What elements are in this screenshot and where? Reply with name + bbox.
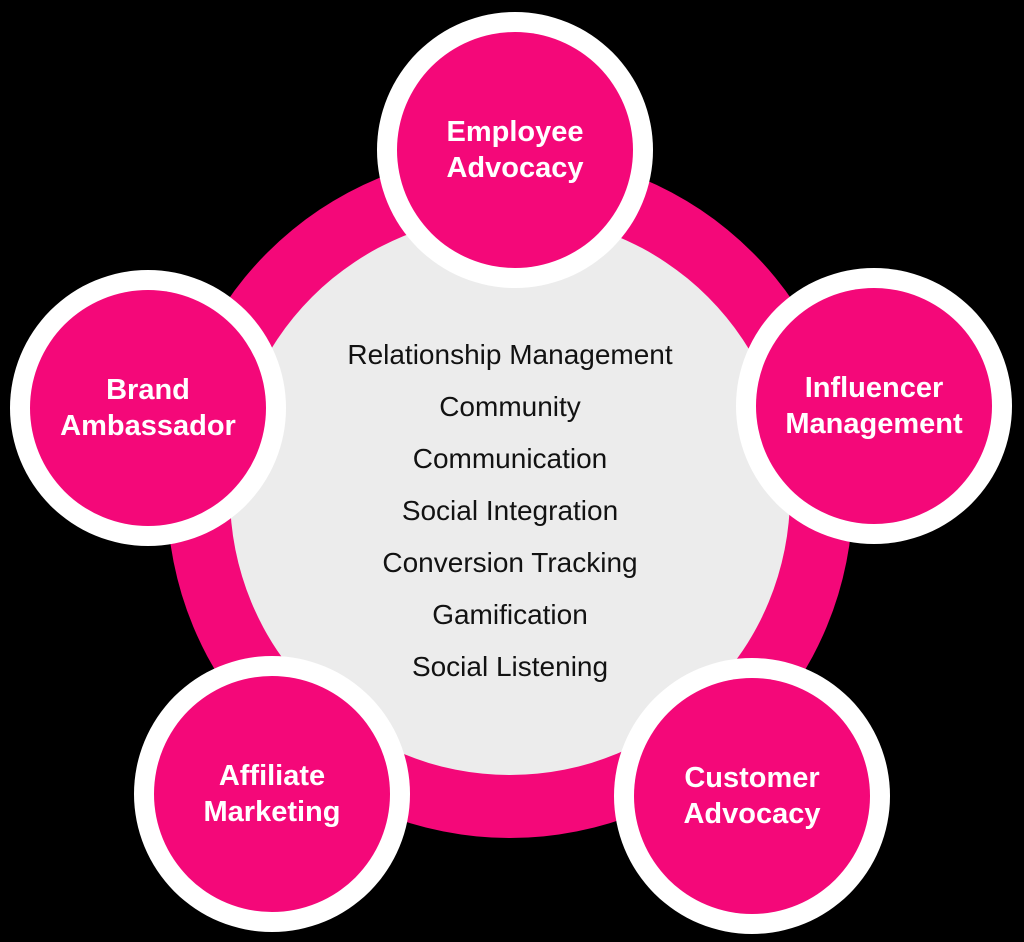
feature-relationship-management: Relationship Management: [347, 339, 673, 370]
feature-gamification: Gamification: [432, 599, 588, 630]
feature-community: Community: [439, 391, 581, 422]
satellite-influencer-management-label: Influencer Management: [785, 372, 963, 440]
satellite-brand-ambassador-disc: Brand Ambassador: [30, 290, 266, 526]
feature-conversion-tracking: Conversion Tracking: [382, 547, 638, 578]
satellite-employee-advocacy: Employee Advocacy: [377, 12, 653, 288]
satellite-employee-advocacy-label: Employee Advocacy: [446, 116, 584, 184]
feature-social-listening: Social Listening: [411, 651, 609, 682]
satellite-influencer-management: Influencer Management: [736, 268, 1012, 544]
satellite-brand-ambassador: Brand Ambassador: [10, 270, 286, 546]
satellite-affiliate-marketing-label: Affiliate Marketing: [203, 760, 341, 828]
satellite-customer-advocacy: Customer Advocacy: [614, 658, 890, 934]
satellite-employee-advocacy-disc: Employee Advocacy: [397, 32, 633, 268]
satellite-influencer-management-disc: Influencer Management: [756, 288, 992, 524]
feature-communication: Communication: [412, 443, 608, 474]
feature-social-integration: Social Integration: [401, 495, 619, 526]
satellite-affiliate-marketing-disc: Affiliate Marketing: [154, 676, 390, 912]
satellite-customer-advocacy-label: Customer Advocacy: [683, 762, 821, 830]
satellite-affiliate-marketing: Affiliate Marketing: [134, 656, 410, 932]
satellite-brand-ambassador-label: Brand Ambassador: [60, 374, 236, 442]
satellite-customer-advocacy-disc: Customer Advocacy: [634, 678, 870, 914]
